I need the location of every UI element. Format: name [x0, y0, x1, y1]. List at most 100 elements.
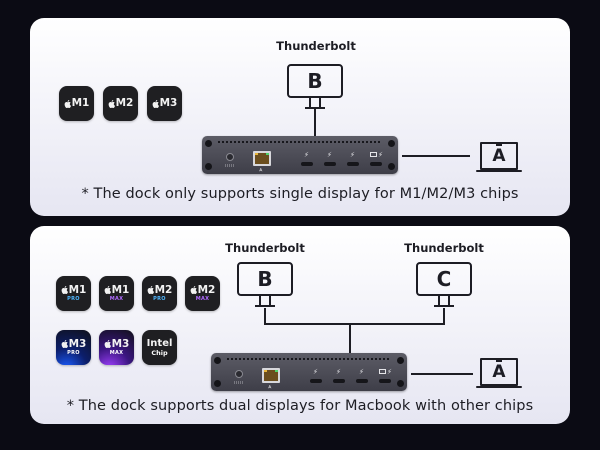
laptop-notch	[496, 360, 502, 362]
thunderbolt-port-2	[333, 379, 345, 383]
connector-line-horizontal	[264, 323, 445, 325]
ethernet-port-icon	[253, 151, 271, 166]
docking-station: ⩓ ⚡ ⚡ ⚡ ⚡	[211, 353, 407, 391]
dual-display-note: * The dock supports dual displays for Ma…	[66, 398, 534, 414]
monitor-stand	[319, 98, 321, 107]
chip-variant: MAX	[109, 295, 124, 302]
power-port-label	[225, 164, 235, 167]
screw	[205, 163, 212, 170]
connector-line-dock	[349, 323, 351, 353]
monitor-stand	[438, 296, 440, 305]
chip-name: Intel	[146, 337, 173, 349]
chip-name: M2	[197, 283, 216, 296]
screw	[397, 357, 404, 364]
chip-badge-m2-max: M2 MAX	[185, 276, 220, 311]
laptop-base	[476, 386, 522, 388]
chip-variant: PRO	[67, 295, 80, 302]
chip-name: M2	[115, 97, 134, 109]
chip-variant: PRO	[67, 349, 80, 356]
thunderbolt-icon: ⚡	[336, 368, 341, 376]
chip-badge-m1: M1	[59, 86, 94, 121]
power-port-label	[234, 381, 244, 384]
screw	[388, 163, 395, 170]
apple-logo-icon	[152, 100, 159, 108]
ethernet-symbol-icon: ⩓	[259, 166, 263, 173]
single-display-note: * The dock only supports single display …	[81, 186, 519, 202]
chip-badge-m2: M2	[103, 86, 138, 121]
monitor-foot	[305, 107, 325, 109]
laptop-screen: A	[480, 142, 518, 170]
chip-badge-m3: M3	[147, 86, 182, 121]
screw	[205, 140, 212, 147]
thunderbolt-icon: ⚡	[378, 151, 383, 159]
thunderbolt-label: Thunderbolt	[276, 39, 356, 53]
screw	[214, 357, 221, 364]
ethernet-symbol-icon: ⩓	[268, 383, 272, 390]
monitor-foot	[255, 305, 275, 307]
power-port-icon	[226, 153, 234, 161]
thunderbolt-port-2	[324, 162, 336, 166]
laptop-notch	[496, 144, 502, 146]
chip-name: M3	[111, 337, 130, 350]
apple-logo-icon	[190, 286, 197, 294]
thunderbolt-port-1	[310, 379, 322, 383]
chip-name: M1	[111, 283, 130, 296]
connector-line-monitor-b	[314, 109, 316, 136]
vent-grille	[218, 141, 382, 143]
chip-variant: MAX	[195, 295, 210, 302]
screw	[388, 140, 395, 147]
chip-badge-m2-pro: M2 PRO	[142, 276, 177, 311]
chip-name: M2	[154, 283, 173, 296]
monitor-b: B	[287, 64, 343, 114]
thunderbolt-label-b: Thunderbolt	[225, 241, 305, 255]
single-display-panel: M1 M2 M3 Thunderbolt B ⩓ ⚡ ⚡ ⚡ ⚡	[30, 18, 570, 216]
monitor-screen: C	[416, 262, 472, 296]
laptop-screen: A	[480, 358, 518, 386]
thunderbolt-icon: ⚡	[327, 151, 332, 159]
monitor-foot	[434, 305, 454, 307]
docking-station: ⩓ ⚡ ⚡ ⚡ ⚡	[202, 136, 398, 174]
thunderbolt-icon: ⚡	[350, 151, 355, 159]
thunderbolt-icon: ⚡	[304, 151, 309, 159]
connector-line-monitor-b	[264, 308, 266, 324]
thunderbolt-icon: ⚡	[359, 368, 364, 376]
thunderbolt-host-port	[370, 162, 382, 166]
vent-grille	[227, 358, 391, 360]
connector-line-laptop	[402, 155, 470, 157]
chip-name: M3	[159, 97, 178, 109]
screw	[214, 380, 221, 387]
ethernet-port-icon	[262, 368, 280, 383]
monitor-stand	[309, 98, 311, 107]
chip-badge-m3-max: M3 MAX	[99, 330, 134, 365]
connector-line-laptop	[411, 373, 473, 375]
screw	[397, 380, 404, 387]
laptop-a: A	[476, 142, 522, 174]
thunderbolt-port-3	[347, 162, 359, 166]
apple-logo-icon	[61, 340, 68, 348]
power-port-icon	[235, 370, 243, 378]
dual-display-panel: M1 PRO M1 MAX M2 PRO M2 MAX M3 PRO M3 MA…	[30, 226, 570, 424]
monitor-screen: B	[237, 262, 293, 296]
chip-variant: MAX	[109, 349, 124, 356]
monitor-stand	[259, 296, 261, 305]
connector-line-monitor-c	[443, 308, 445, 324]
chip-badge-intel: Intel Chip	[142, 330, 177, 365]
apple-logo-icon	[108, 100, 115, 108]
chip-name: M1	[71, 97, 90, 109]
apple-logo-icon	[61, 286, 68, 294]
thunderbolt-label-c: Thunderbolt	[404, 241, 484, 255]
monitor-stand	[269, 296, 271, 305]
laptop-host-icon	[379, 369, 386, 374]
apple-logo-icon	[104, 340, 111, 348]
chip-variant: Chip	[151, 348, 168, 357]
thunderbolt-port-1	[301, 162, 313, 166]
thunderbolt-host-port	[379, 379, 391, 383]
chip-variant: PRO	[153, 295, 166, 302]
apple-logo-icon	[64, 100, 71, 108]
thunderbolt-icon: ⚡	[387, 368, 392, 376]
monitor-b: B	[237, 262, 293, 312]
monitor-screen: B	[287, 64, 343, 98]
chip-name: M1	[68, 283, 87, 296]
thunderbolt-port-3	[356, 379, 368, 383]
chip-badge-m3-pro: M3 PRO	[56, 330, 91, 365]
